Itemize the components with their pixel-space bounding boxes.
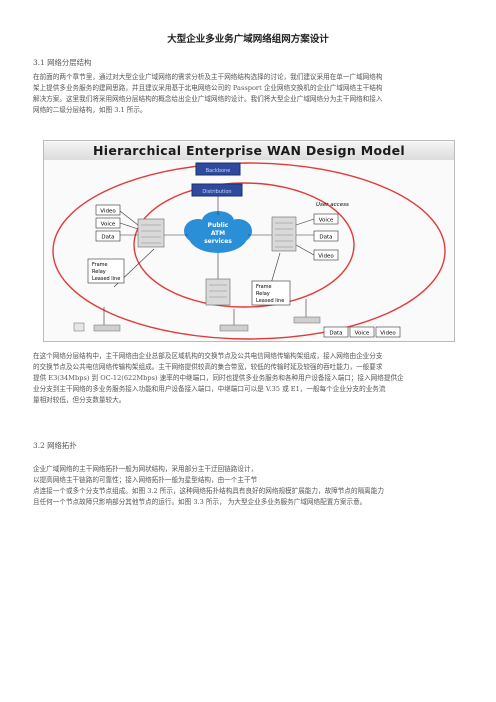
left-services: Video Voice Data: [95, 204, 121, 242]
section-heading-3-1: 3.1 网络分层结构: [33, 58, 92, 67]
paragraph-line: 在前面的两个章节里，通过对大型企业广域网络的需求分析及主干网络结构选择的讨论，我…: [33, 73, 383, 81]
svg-text:Public: Public: [208, 222, 229, 229]
video-right-label: Video: [318, 254, 334, 260]
document-title: 大型企业多业务广域网络组网方案设计: [167, 34, 329, 45]
right-switch-icon: [271, 216, 297, 252]
paragraph-line: 网络的二级分层结构，如图 3.1 所示。: [33, 106, 147, 114]
paragraph-line: 解决方案。这里我们将采用网络分层结构的概念给出企业广域网络的设计。我们将大型企业…: [33, 95, 383, 103]
paragraph-line: 且任何一个节点故障只影响部分其他节点的运行。如图 3.3 所示， 为大型企业多业…: [33, 498, 367, 506]
video-bottom-label: Video: [380, 331, 396, 337]
link-lines: [103, 196, 315, 325]
paragraph-line: 企业广域网络的主干网络拓扑一般为网状结构，采用部分主干迂回链路设计，: [33, 465, 258, 473]
wan-diagram: Backbone Distribution Public ATM service…: [52, 162, 446, 340]
frame-relay-right: Frame Relay Leased line: [251, 280, 291, 306]
paragraph-line: 点连接一个或多个分支节点组成。如图 3.2 所示，这种网络拓扑结构具有良好的网络…: [33, 487, 384, 495]
access-device-right: [293, 316, 321, 324]
voice-left-label: Voice: [101, 222, 116, 228]
bottom-services: Data Voice Video: [323, 326, 401, 338]
section-3-1-paragraph: 在前面的两个章节里，通过对大型企业广域网络的需求分析及主干网络结构选择的讨论，我…: [33, 72, 465, 116]
svg-text:services: services: [204, 238, 232, 245]
paragraph-line: 架上提供多业务服务的建网思路，并且建议采用基于北电网络公司的 Passport …: [33, 84, 383, 92]
access-ring: [52, 162, 446, 340]
backbone-ring: [133, 182, 355, 308]
public-atm-cloud: Public ATM services: [184, 211, 252, 253]
paragraph-line: 的交换节点及公共电信网络传输构架组成。主干网络提供较高的集合带宽，较低的传输时延…: [33, 363, 383, 371]
user-access-label: User access: [316, 202, 349, 208]
voice-right-label: Voice: [319, 218, 334, 224]
figure-title: Hierarchical Enterprise WAN Design Model: [44, 142, 454, 160]
data-bottom-label: Data: [329, 331, 342, 337]
backbone-label: Backbone: [206, 168, 231, 174]
svg-text:Relay: Relay: [92, 269, 106, 275]
backbone-box: [195, 162, 241, 176]
distribution-box: [191, 183, 243, 197]
data-left-label: Data: [101, 235, 114, 241]
paragraph-line: 提供 E3(34Mbps) 到 OC-12(622Mbps) 速率的中继端口，同…: [33, 374, 404, 382]
voice-bottom-label: Voice: [355, 331, 370, 337]
right-services: Voice Data Video: [313, 213, 339, 261]
access-device-mid: [219, 324, 249, 332]
wan-design-figure: Hierarchical Enterprise WAN Design Model…: [43, 140, 455, 342]
section-3-2-paragraph: 企业广域网络的主干网络拓扑一般为网状结构，采用部分主干迂回链路设计， 以提高网络…: [33, 464, 465, 508]
frame-relay-left: Frame Relay Leased line: [87, 258, 125, 284]
paragraph-line: 以提高网络主干链路的可靠性；接入网络拓扑一般为星型结构，由一个主干节: [33, 476, 258, 484]
svg-text:ATM: ATM: [211, 230, 225, 237]
svg-text:Frame: Frame: [256, 284, 272, 290]
paragraph-line: 业分支到主干网络的多业务服务接入功能和用户设备接入端口，中继端口可以是 V.35…: [33, 385, 386, 393]
svg-text:Frame: Frame: [92, 262, 108, 268]
paragraph-line: 量相对较低，但分支数量较大。: [33, 396, 126, 404]
distribution-label: Distribution: [202, 189, 231, 195]
paragraph-line: 在这个网络分层结构中，主干网络由企业总部及区域机构的交换节点及公共电信网络传输构…: [33, 352, 383, 360]
lower-switch-icon: [205, 278, 231, 306]
svg-text:Leased line: Leased line: [92, 276, 120, 282]
svg-text:Relay: Relay: [256, 291, 270, 297]
svg-text:Leased line: Leased line: [256, 298, 284, 304]
data-right-label: Data: [319, 235, 332, 241]
left-switch-icon: [137, 218, 165, 248]
video-left-label: Video: [100, 209, 116, 215]
network-hierarchy-paragraph: 在这个网络分层结构中，主干网络由企业总部及区域机构的交换节点及公共电信网络传输构…: [33, 351, 465, 406]
section-heading-3-2: 3.2 网络拓扑: [33, 441, 77, 450]
access-device-left: [73, 322, 121, 332]
